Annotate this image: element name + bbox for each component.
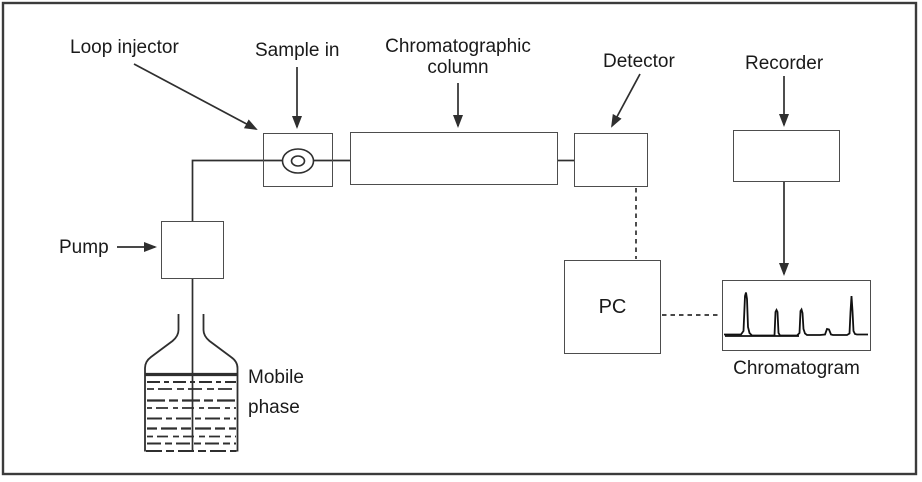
liquid-shading [146,381,237,452]
loop-injector-box [263,133,333,187]
detector-box [574,133,648,187]
signal-connectors [635,188,721,316]
chromatographic-column-label: Chromatographic column [376,36,540,78]
pc-label: PC [598,295,627,318]
recorder-label: Recorder [745,53,824,74]
bottle-left-outline [144,314,180,452]
chromatographic-column-box [350,132,558,185]
chromatographic-column-label-line2: column [427,57,489,78]
bottle-right-outline [202,314,239,452]
injection-valve-icon [281,148,315,174]
detector-label: Detector [603,51,675,72]
mobile-phase-label: Mobile phase [248,363,304,423]
label-arrows [117,63,789,276]
sample-in-label: Sample in [255,40,340,61]
pump-to-injector-line [191,159,263,221]
recorder-box [733,130,840,182]
chromatogram-box [722,280,871,351]
loop-injector-label: Loop injector [70,37,179,58]
loop-injector-arrow [133,63,258,130]
pc-box: PC [564,260,661,354]
mobile-phase-label-line1: Mobile [248,367,304,388]
chromatogram-label: Chromatogram [733,358,860,379]
chromatogram-trace [724,292,868,337]
pump-box [161,221,224,279]
mobile-phase-label-line2: phase [248,397,300,418]
mobile-phase-bottle [144,314,239,452]
pump-label: Pump [59,237,109,258]
detector-arrow [611,73,641,128]
chromatographic-column-label-line1: Chromatographic [385,36,531,57]
chromatogram-plot [724,292,868,337]
